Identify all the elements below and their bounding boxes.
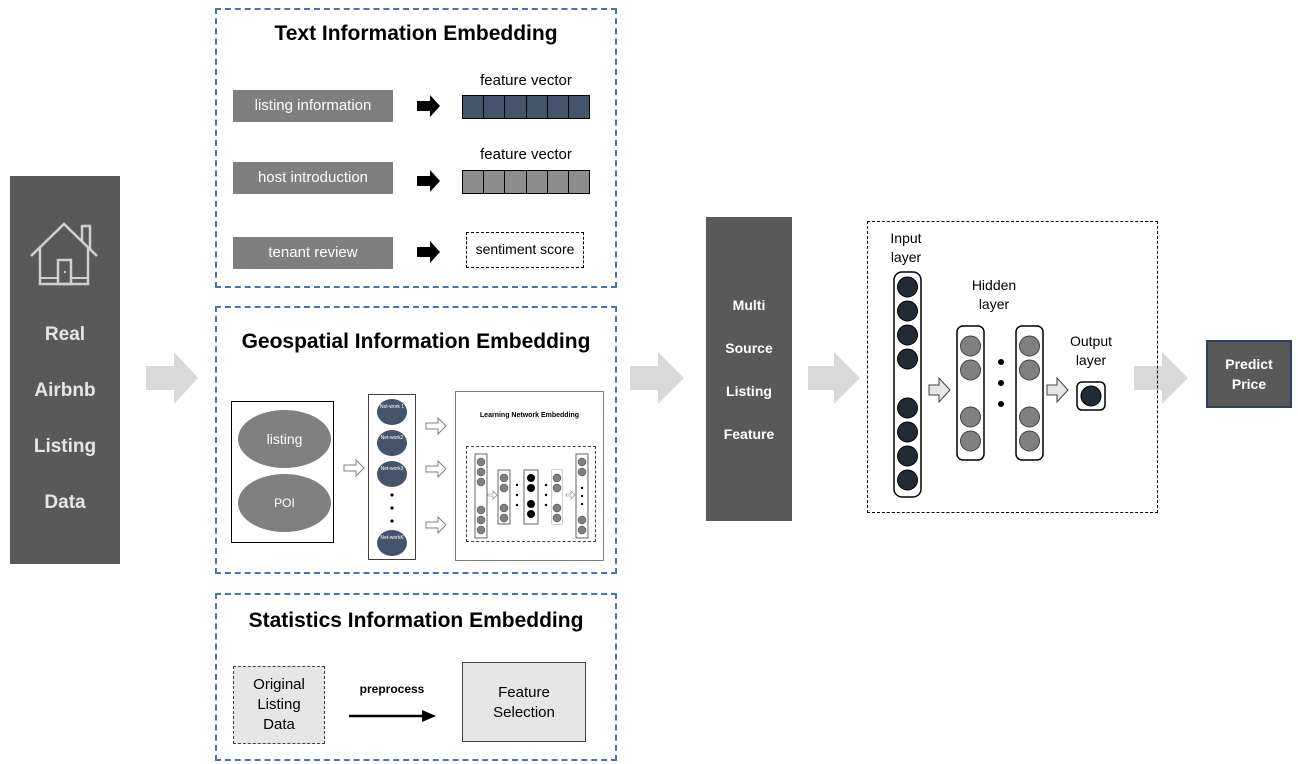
source-word-1: Real bbox=[44, 324, 86, 345]
input-layer-label-line-1: Input bbox=[890, 230, 922, 246]
output-layer-label: Output layer bbox=[1064, 332, 1118, 370]
flow-arrow-2 bbox=[630, 352, 684, 404]
multi-source-listing-feature-panel: Multi Source Listing Feature bbox=[706, 217, 792, 521]
flow-arrow-4 bbox=[1134, 352, 1188, 404]
text-embedding-title: Text Information Embedding bbox=[274, 22, 558, 45]
mini-network-box bbox=[466, 446, 596, 542]
network-node-1: Net-work 1 bbox=[377, 399, 407, 425]
orig-line-3: Data bbox=[263, 716, 295, 733]
hidden-layer-column-2 bbox=[1015, 325, 1044, 461]
hidden-layer-column-1 bbox=[956, 325, 985, 461]
hidden-layer-label-line-1: Hidden bbox=[971, 277, 1017, 293]
msl-word-4: Feature bbox=[723, 426, 775, 442]
neural-network-box bbox=[867, 221, 1158, 513]
text-embedding-box: Text Information Embedding bbox=[215, 8, 617, 288]
source-word-2: Airbnb bbox=[34, 380, 96, 401]
hollow-arrow-net1 bbox=[425, 416, 447, 436]
flow-arrow-1 bbox=[146, 352, 198, 404]
orig-line-2: Listing bbox=[257, 696, 301, 713]
nn-hollow-arrow-2 bbox=[1046, 376, 1069, 404]
source-word-4: Data bbox=[44, 492, 86, 513]
listing-ellipse: listing bbox=[238, 410, 331, 468]
feature-selection-box: Feature Selection bbox=[462, 662, 586, 742]
hidden-layer-dots bbox=[998, 359, 1004, 407]
feature-sel-line-1: Feature bbox=[498, 684, 550, 701]
stat-embedding-title: Statistics Information Embedding bbox=[248, 609, 584, 632]
feature-vector-caption-2: feature vector bbox=[480, 146, 572, 163]
predict-price-panel: Predict Price bbox=[1206, 340, 1292, 408]
black-arrow-1 bbox=[417, 95, 440, 117]
feature-vector-caption-1: feature vector bbox=[480, 72, 572, 89]
host-introduction-label: host introduction bbox=[233, 162, 393, 194]
sentiment-score-box: sentiment score bbox=[466, 232, 584, 268]
hidden-layer-label: Hidden layer bbox=[962, 276, 1026, 314]
hollow-arrow-net3 bbox=[425, 515, 447, 535]
flow-arrow-3 bbox=[808, 352, 860, 404]
geo-embedding-title: Geospatial Information Embedding bbox=[241, 330, 591, 353]
output-layer-column bbox=[1076, 381, 1106, 411]
hollow-arrow-net2 bbox=[425, 459, 447, 479]
original-listing-data-box: Original Listing Data bbox=[233, 666, 325, 744]
msl-word-2: Source bbox=[725, 340, 773, 356]
network-node-k: Net-workK bbox=[377, 530, 407, 556]
network-node-3: Net-work3 bbox=[377, 461, 407, 487]
predict-word-1: Predict bbox=[1225, 356, 1273, 372]
hollow-arrow-ellipses bbox=[343, 458, 365, 478]
house-icon bbox=[30, 222, 98, 286]
real-airbnb-listing-data-panel: Real Airbnb Listing Data bbox=[10, 176, 120, 564]
hidden-layer-label-line-2: layer bbox=[978, 296, 1010, 312]
input-layer-column bbox=[893, 271, 922, 498]
orig-line-1: Original bbox=[253, 676, 305, 693]
poi-ellipse: POI bbox=[238, 474, 331, 532]
learning-network-box bbox=[455, 391, 604, 561]
preprocess-label: preprocess bbox=[359, 682, 425, 696]
network-column bbox=[368, 394, 416, 560]
geo-embedding-box: Geospatial Information Embedding bbox=[215, 306, 617, 574]
network-node-2: Net-work2 bbox=[377, 430, 407, 456]
black-arrow-3 bbox=[417, 241, 440, 263]
learning-network-title: Learning Network Embedding bbox=[479, 412, 580, 419]
feature-sel-line-2: Selection bbox=[493, 704, 555, 721]
input-layer-nodes bbox=[897, 276, 918, 491]
tenant-review-label: tenant review bbox=[233, 237, 393, 269]
stat-embedding-box: Statistics Information Embedding bbox=[215, 593, 617, 761]
nn-hollow-arrow-1 bbox=[928, 376, 951, 404]
msl-word-3: Listing bbox=[726, 383, 772, 399]
listing-information-label: listing information bbox=[233, 90, 393, 122]
feature-vector-dark bbox=[462, 95, 590, 119]
predict-word-2: Price bbox=[1231, 376, 1267, 392]
output-layer-label-line-1: Output bbox=[1069, 333, 1113, 349]
black-arrow-2 bbox=[417, 170, 440, 192]
source-word-3: Listing bbox=[33, 436, 97, 457]
input-layer-label-line-2: layer bbox=[890, 249, 922, 265]
input-layer-label: Input layer bbox=[880, 229, 932, 267]
output-layer-label-line-2: layer bbox=[1075, 352, 1107, 368]
msl-word-1: Multi bbox=[732, 297, 766, 313]
feature-vector-gray bbox=[462, 170, 590, 194]
output-node bbox=[1080, 385, 1102, 407]
listing-poi-box bbox=[231, 401, 334, 543]
hidden-layer-nodes bbox=[960, 335, 1040, 452]
